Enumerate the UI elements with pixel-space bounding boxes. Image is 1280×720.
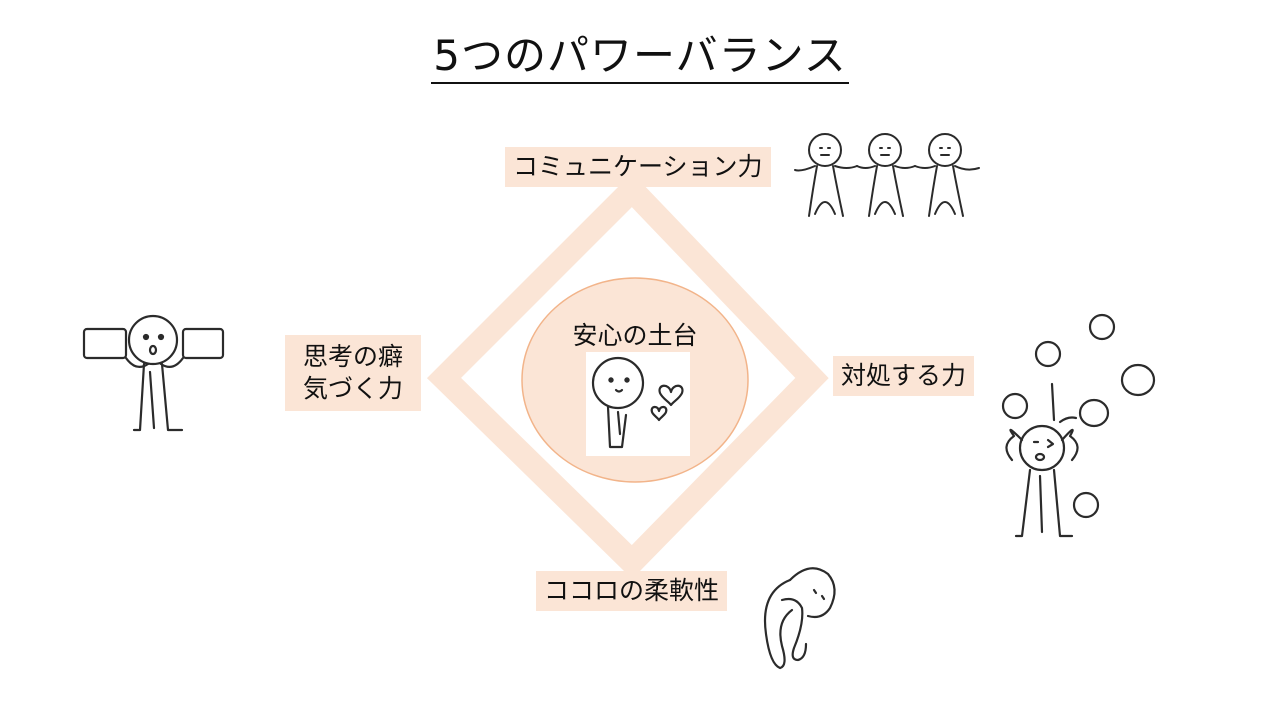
node-bottom-label: ココロの柔軟性 — [536, 571, 728, 611]
node-left-line1: 思考の癖 — [303, 342, 404, 371]
node-left-line2: 気づく力 — [303, 374, 404, 403]
three-people-holding-hands-icon — [794, 133, 980, 217]
node-left-label: 思考の癖 気づく力 — [285, 335, 422, 411]
stressed-person-juggling-icon — [1001, 313, 1156, 538]
diamond-frame — [426, 172, 829, 579]
center-label: 安心の土台 — [572, 321, 698, 350]
flexible-curled-person-icon — [764, 567, 836, 670]
diagram-title: 5つのパワーバランス — [0, 22, 1280, 84]
person-holding-boards-icon — [82, 314, 225, 432]
node-right-label: 対処する力 — [833, 356, 975, 396]
smiling-person-hearts-icon — [591, 356, 684, 449]
diagram-title-text: 5つのパワーバランス — [431, 31, 849, 84]
node-top-label: コミュニケーション力 — [505, 147, 771, 187]
